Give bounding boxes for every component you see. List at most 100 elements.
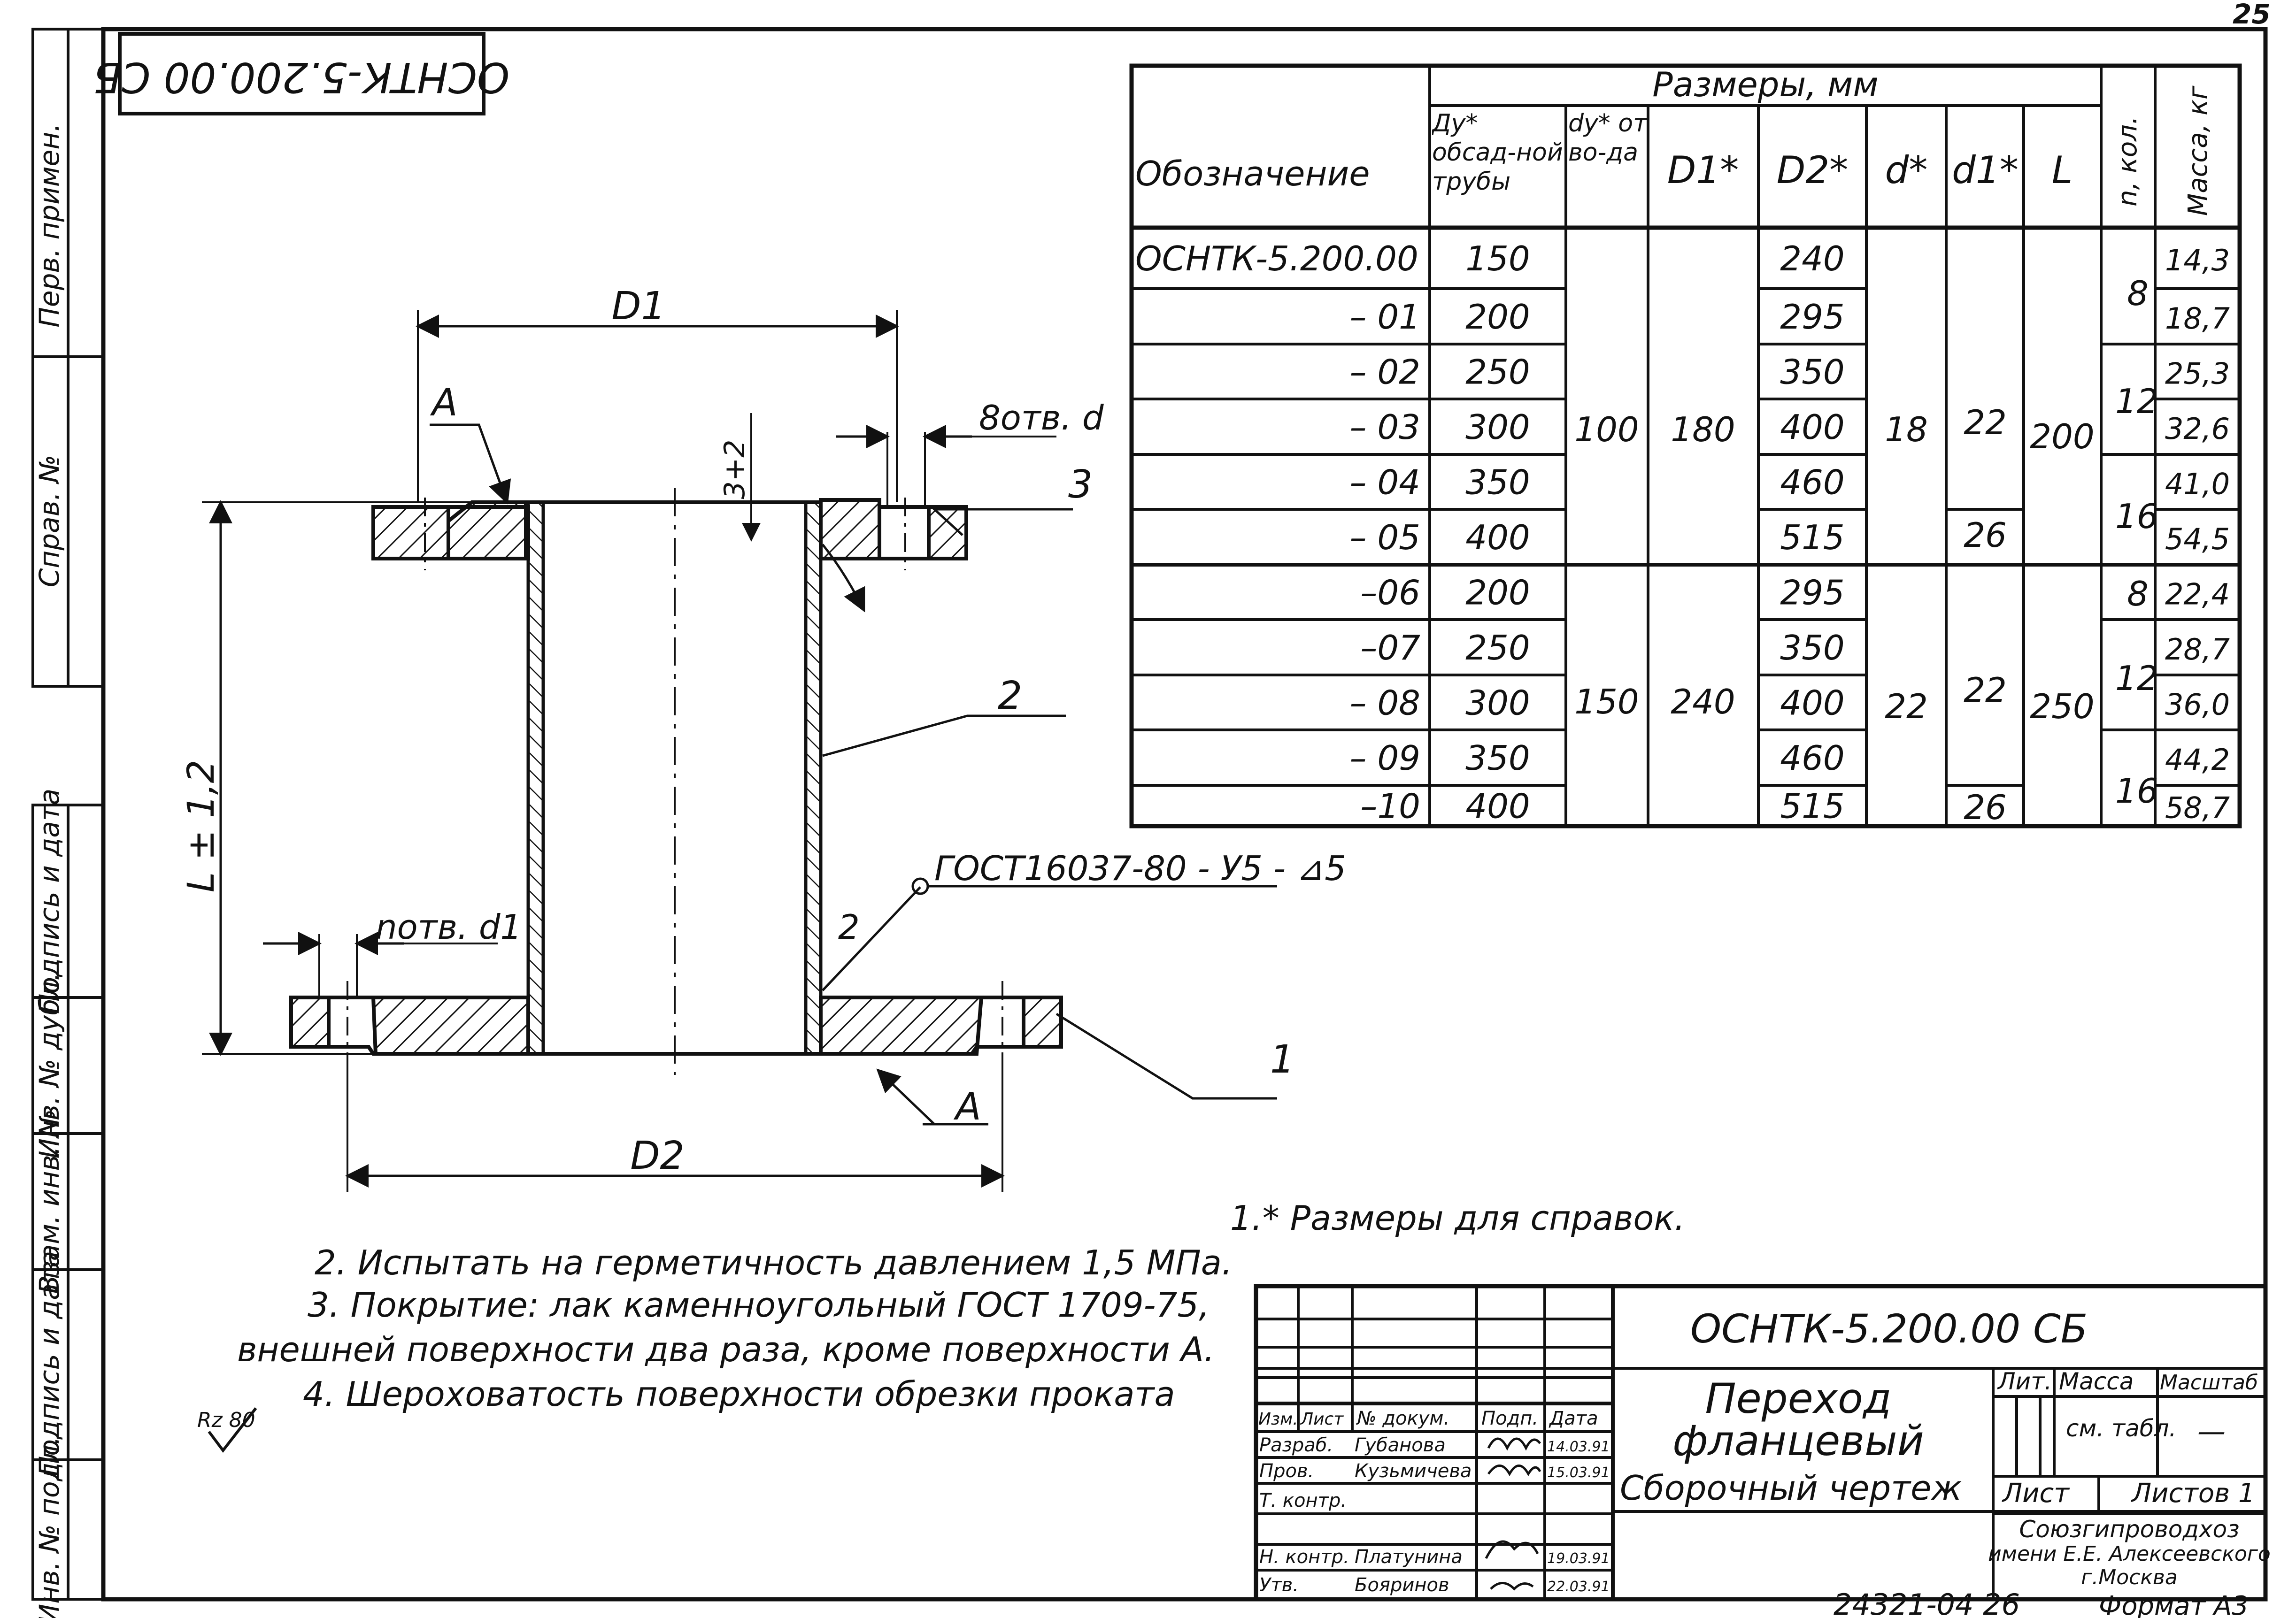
side-stamp-2: Подпись и дата (33, 789, 65, 1014)
table-cell-designation: – 04 (1349, 463, 1420, 502)
flange-drawing (202, 310, 1277, 1453)
tb-date-1: 15.03.91 (1547, 1465, 1610, 1481)
table-cell-designation: – 02 (1349, 353, 1420, 392)
page-number: 25 (2233, 0, 2271, 30)
table-cell-du_casing: 250 (1465, 353, 1530, 392)
table-cell-du_casing: 200 (1465, 297, 1530, 337)
label-D2: D2 (630, 1134, 684, 1178)
note-3a: 3. Покрытие: лак каменноугольный ГОСТ 17… (308, 1285, 1210, 1325)
tb-role-0: Разраб. (1259, 1434, 1333, 1456)
table-cell-d2: 400 (1780, 683, 1844, 723)
table-cell-d2: 240 (1780, 239, 1844, 278)
tb-code: ОСНТК-5.200.00 СБ (1690, 1306, 2088, 1352)
label-holes-top: 8отв. d (979, 398, 1104, 437)
bottom-code: 24321-04 26 (1834, 1587, 2020, 1618)
cell-D1-b: 240 (1671, 682, 1735, 721)
cell-n-b: 12 (2115, 382, 2158, 421)
table-cell-mass: 44,2 (2165, 743, 2230, 777)
table-cell-mass: 54,5 (2165, 522, 2230, 556)
header-designation: Обозначение (1135, 154, 1370, 193)
weld-mark: 2 (838, 907, 860, 947)
header-n: n, кол. (2112, 116, 2143, 207)
table-cell-designation: –06 (1360, 573, 1420, 613)
cell-d-a: 18 (1885, 410, 1928, 449)
cell-n-d: 8 (2127, 574, 2149, 613)
callout-2: 2 (998, 674, 1022, 718)
tb-sheet: Лист (2002, 1478, 2070, 1509)
table-cell-du_casing: 400 (1465, 518, 1530, 557)
tb-mass-head: Масса (2059, 1368, 2134, 1395)
notes: 1.* Размеры для справок. 2. Испытать на … (197, 1198, 1685, 1432)
tb-col-date: Дата (1549, 1408, 1598, 1429)
side-stamp-0: Перв. примен. (33, 123, 65, 327)
tb-scale-value: — (2197, 1415, 2226, 1448)
rotated-code: ОСНТК-5.200.00 СБ (93, 53, 510, 101)
signature-4 (1490, 1582, 1534, 1591)
cell-L-b: 250 (2030, 687, 2094, 726)
signature-2 (1487, 1465, 1541, 1477)
table-cell-designation: – 08 (1349, 683, 1420, 723)
tb-org-3: г.Москва (2081, 1565, 2178, 1589)
callout-3: 3 (1068, 462, 1093, 507)
header-D1: D1* (1667, 148, 1739, 192)
rotated-code-box: ОСНТК-5.200.00 СБ (93, 32, 510, 115)
header-L: L (2052, 148, 2073, 192)
label-L: L ± 1,2 (180, 760, 223, 892)
tb-role-4: Утв. (1259, 1574, 1299, 1596)
pipe-wall-left (526, 500, 545, 1056)
format-label: Формат А3 (2099, 1591, 2249, 1618)
tb-role-2: Т. контр. (1259, 1490, 1347, 1511)
tb-name-2: фланцевый (1672, 1417, 1924, 1465)
table-cell-d2: 515 (1780, 518, 1844, 557)
tb-col-sign: Подп. (1481, 1408, 1538, 1429)
cell-d1s-d: 26 (1964, 788, 2007, 827)
table-cell-du_casing: 350 (1465, 463, 1530, 502)
side-stamps: Перв. примен. Справ. № Подпись и дата Ин… (33, 123, 65, 1618)
tb-col-doc: № докум. (1356, 1408, 1449, 1429)
note-3b: внешней поверхности два раза, кроме пове… (237, 1330, 1215, 1369)
label-D1: D1 (611, 284, 665, 329)
table-cell-du_casing: 300 (1465, 407, 1530, 447)
table-cell-mass: 32,6 (2165, 412, 2230, 446)
sheet-frame (31, 27, 2268, 1602)
table-cell-mass: 14,3 (2165, 243, 2230, 277)
table-cell-mass: 41,0 (2165, 467, 2230, 501)
table-cell-d2: 460 (1780, 738, 1844, 778)
table-headers: Размеры, мм Обозначение Ду* обсад-ной тр… (1135, 65, 2213, 216)
tb-date-4: 22.03.91 (1547, 1579, 1610, 1595)
note-4: 4. Шероховатость поверхности обрезки про… (303, 1374, 1175, 1414)
cell-n-e: 12 (2115, 659, 2158, 698)
table-group-header: Размеры, мм (1652, 65, 1878, 104)
table-cell-d2: 400 (1780, 407, 1844, 447)
table-cell-du_casing: 350 (1465, 738, 1530, 778)
label-wall-thickness: 3+2 (718, 440, 751, 499)
table-cell-d2: 295 (1780, 297, 1844, 337)
signature-3 (1485, 1540, 1539, 1559)
side-stamp-3: Инв. № дубл. (33, 973, 65, 1159)
cell-n-c: 16 (2115, 497, 2158, 536)
tb-scale-head: Масштаб (2160, 1371, 2258, 1395)
table-cell-du_casing: 400 (1465, 787, 1530, 826)
tb-name-1: Кузьмичева (1355, 1460, 1472, 1482)
table-cell-mass: 28,7 (2165, 632, 2230, 667)
table-cell-designation: – 03 (1349, 407, 1420, 447)
table-cell-mass: 25,3 (2165, 357, 2230, 391)
cell-du-branch-a: 100 (1574, 410, 1639, 449)
tb-role-3: Н. контр. (1259, 1546, 1349, 1568)
table-cell-designation: ОСНТК-5.200.00 (1135, 239, 1418, 278)
table-cell-designation: – 01 (1349, 297, 1420, 337)
table-cell-du_casing: 250 (1465, 628, 1530, 667)
tb-sheets: Листов 1 (2131, 1478, 2255, 1509)
bottom-flange-right (819, 996, 984, 1056)
header-du-casing: Ду* обсад-ной трубы (1432, 109, 1563, 196)
table-cell-mass: 22,4 (2165, 577, 2230, 612)
table-cell-designation: – 09 (1349, 738, 1420, 778)
tb-col-list: Лист (1300, 1410, 1344, 1429)
tb-lit: Лит. (1997, 1368, 2052, 1395)
table-cell-mass: 36,0 (2165, 688, 2230, 722)
table-cell-designation: – 05 (1349, 518, 1420, 557)
tb-org-2: имени Е.Е. Алексеевского (1988, 1542, 2271, 1566)
roughness-label: Rz 80 (197, 1408, 255, 1432)
